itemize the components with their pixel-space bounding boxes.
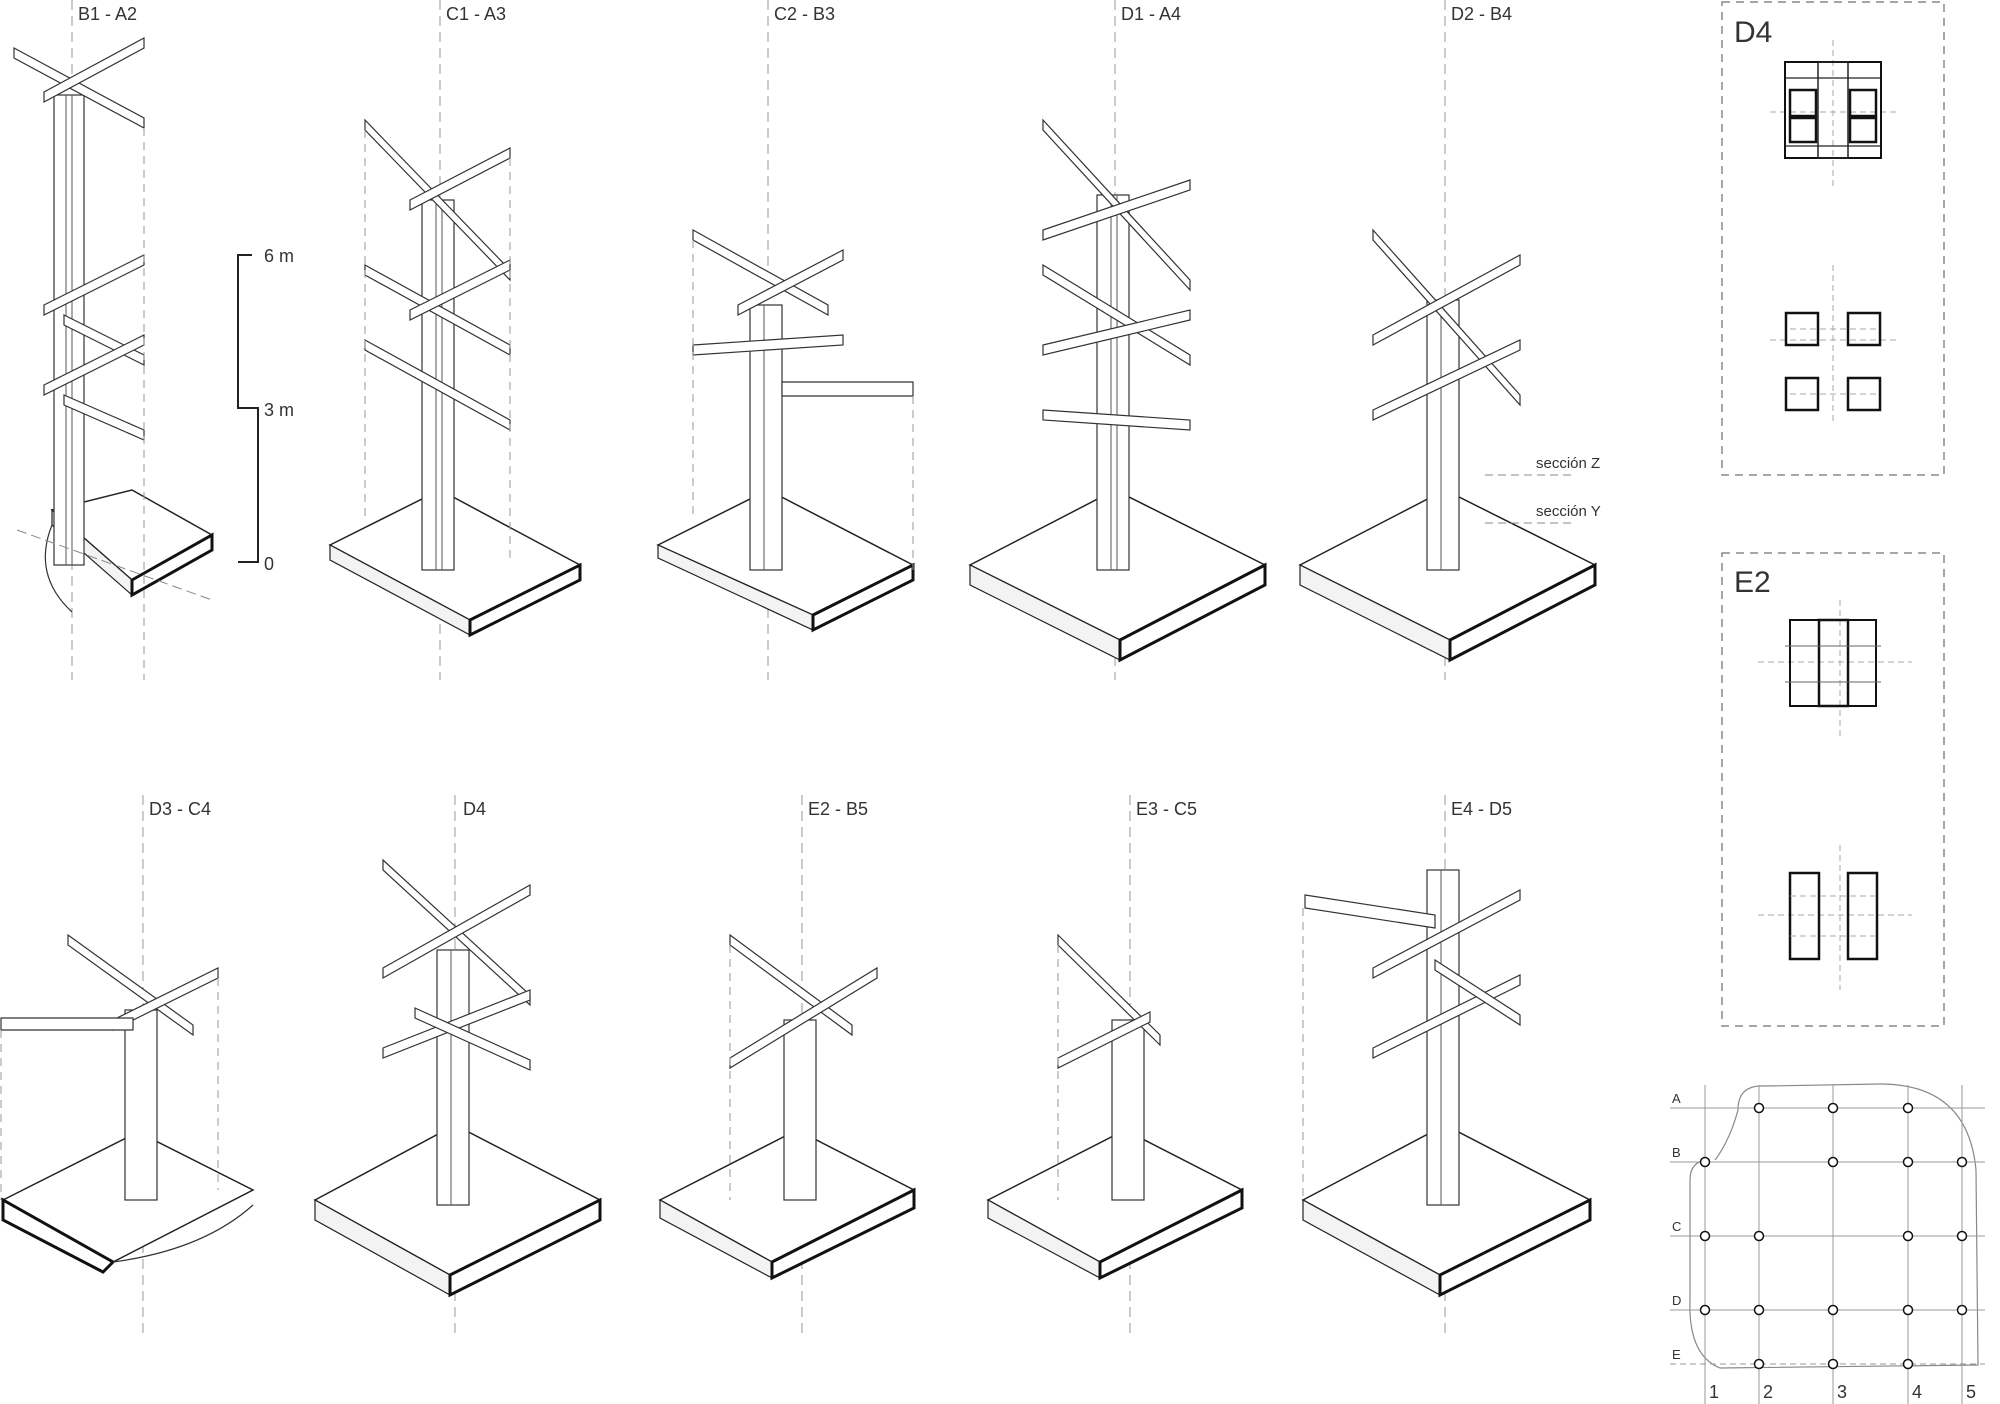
- scale-tick-3m: 3 m: [264, 400, 294, 420]
- grid-row-label: B: [1672, 1145, 1681, 1160]
- module-label: C2 - B3: [774, 4, 835, 24]
- module-label: D4: [463, 799, 486, 819]
- module-e2-b5: E2 - B5: [658, 795, 916, 1335]
- plan-panel-e2: E2: [1721, 552, 1945, 1027]
- scale-bar: 6 m 3 m 0: [237, 246, 294, 574]
- module-d1-a4: D1 - A4: [968, 0, 1267, 680]
- grid-row-label: E: [1672, 1347, 1681, 1362]
- module-label: E4 - D5: [1451, 799, 1512, 819]
- module-c1-a3: C1 - A3: [328, 0, 582, 680]
- grid-row-label: D: [1672, 1293, 1681, 1308]
- module-label: C1 - A3: [446, 4, 506, 24]
- module-d3-c4: D3 - C4: [0, 795, 255, 1335]
- module-e3-c5: E3 - C5: [986, 795, 1244, 1335]
- grid-row-label: A: [1672, 1091, 1681, 1106]
- module-label: E2 - B5: [808, 799, 868, 819]
- module-e4-d5: E4 - D5: [1301, 795, 1592, 1335]
- plan-panel-title: E2: [1734, 566, 1771, 599]
- module-d2-b4: D2 - B4: [1298, 0, 1597, 680]
- scale-tick-0: 0: [264, 554, 274, 574]
- grid-column-label: 5: [1966, 1382, 1976, 1402]
- grid-column-label: 3: [1837, 1382, 1847, 1402]
- grid-column-label: 4: [1912, 1382, 1922, 1402]
- grid-column-label: 1: [1709, 1382, 1719, 1402]
- module-label: D1 - A4: [1121, 4, 1181, 24]
- grid-column-label: 2: [1763, 1382, 1773, 1402]
- module-label: E3 - C5: [1136, 799, 1197, 819]
- section-z-label: sección Z: [1536, 455, 1600, 472]
- scale-tick-6m: 6 m: [264, 246, 294, 266]
- module-b1-a2: B1 - A2: [13, 0, 214, 680]
- plan-panel-title: D4: [1734, 16, 1772, 49]
- module-label: D3 - C4: [149, 799, 211, 819]
- site-grid-plan: A B C D E 1 2 3 4 5: [1670, 1083, 1985, 1404]
- plan-panel-d4: D4: [1721, 1, 1945, 476]
- module-label: B1 - A2: [78, 4, 137, 24]
- module-c2-b3: C2 - B3: [656, 0, 915, 680]
- section-y-label: sección Y: [1536, 503, 1601, 520]
- grid-row-label: C: [1672, 1219, 1681, 1234]
- module-d4: D4: [313, 795, 602, 1335]
- module-label: D2 - B4: [1451, 4, 1512, 24]
